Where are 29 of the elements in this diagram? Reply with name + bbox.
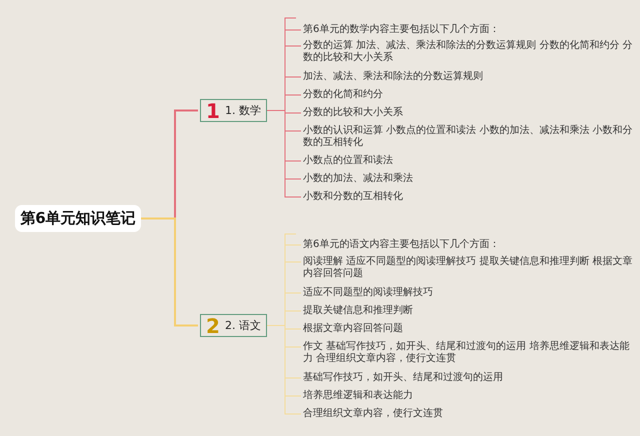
branch-topic-box	[200, 314, 267, 337]
subtopic-text: 提取关键信息和推理判断	[303, 305, 633, 317]
subtopic-text: 适应不同题型的阅读理解技巧	[303, 287, 633, 299]
subtopic-text: 分数的化简和约分	[303, 89, 633, 101]
branch-title: 2. 语文	[224, 318, 261, 333]
subtopic-text: 基础写作技巧，如开头、结尾和过渡句的运用	[303, 372, 633, 384]
connector-line	[266, 110, 302, 198]
branch-topic-box	[200, 99, 267, 122]
subtopic-text: 根据文章内容回答问题	[303, 323, 633, 335]
subtopic-text: 第6单元的语文内容主要包括以下几个方面：	[303, 239, 633, 251]
subtopic-text: 小数的加法、减法和乘法	[303, 173, 633, 185]
subtopic-text: 小数点的位置和读法	[303, 155, 633, 167]
branch-title: 1. 数学	[224, 103, 261, 118]
subtopic-text: 小数的认识和运算 小数点的位置和读法 小数的加法、减法和乘法 小数和分数的互相转化	[303, 125, 633, 149]
topic-title: 第6单元知识笔记	[20, 209, 136, 228]
subtopic-text: 作文 基础写作技巧，如开头、结尾和过渡句的运用 培养思维逻辑和表达能力 合理组织文章内容，使行文连贯	[303, 341, 633, 365]
branch-number: 1	[206, 100, 220, 120]
connector-line	[266, 325, 302, 414]
subtopic-text: 分数的运算 加法、减法、乘法和除法的分数运算规则 分数的化简和约分 分数的比较和大小关系	[303, 40, 633, 64]
subtopic-text: 第6单元的数学内容主要包括以下几个方面：	[303, 24, 633, 36]
branch-number: 2	[206, 316, 220, 336]
subtopic-text: 小数和分数的互相转化	[303, 191, 633, 203]
connector-line	[141, 218, 198, 326]
subtopic-text: 合理组织文章内容，使行文连贯	[303, 408, 633, 420]
subtopic-text: 分数的比较和大小关系	[303, 107, 633, 119]
subtopic-text: 培养思维逻辑和表达能力	[303, 390, 633, 402]
subtopic-text: 加法、减法、乘法和除法的分数运算规则	[303, 71, 633, 83]
root-topic-box	[15, 205, 141, 232]
subtopic-text: 阅读理解 适应不同题型的阅读理解技巧 提取关键信息和推理判断 根据文章内容回答问题	[303, 256, 633, 280]
